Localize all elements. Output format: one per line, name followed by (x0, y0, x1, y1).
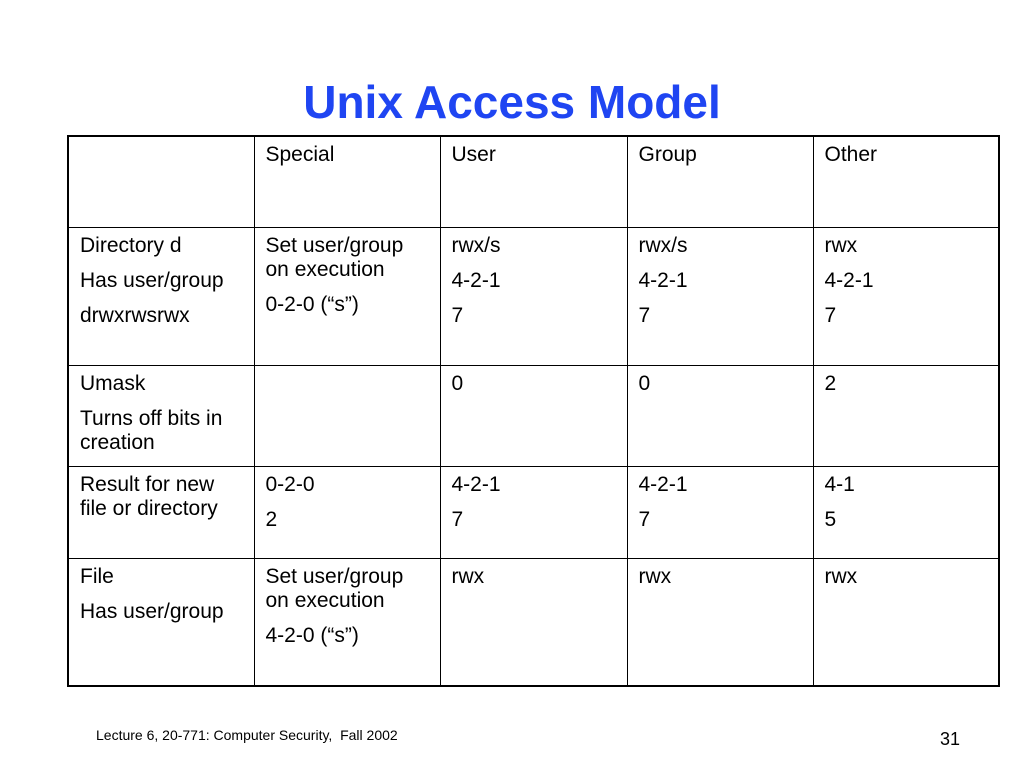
other-cell: 4-1 5 (812, 465, 1000, 559)
user-cell: rwx/s 4-2-1 7 (439, 226, 628, 366)
cell-line: Set user/group on execution (265, 564, 404, 612)
group-cell: rwx (626, 557, 814, 687)
header-cell-corner (67, 135, 255, 228)
group-cell: rwx/s 4-2-1 7 (626, 226, 814, 366)
cell-line: Set user/group on execution (265, 233, 404, 281)
cell-line: 4-1 (824, 472, 855, 496)
other-cell: rwx (812, 557, 1000, 687)
header-label: Other (824, 143, 878, 166)
special-cell: Set user/group on execution 0-2-0 (“s”) (253, 226, 441, 366)
header-label: Special (265, 143, 335, 166)
cell-line: drwxrwsrwx (80, 303, 190, 327)
cell-line: 4-2-1 (638, 472, 688, 496)
cell-line: rwx/s (451, 233, 501, 257)
slide-footer: Lecture 6, 20-771: Computer Security, Fa… (96, 727, 398, 743)
cell-line: rwx/s (638, 233, 688, 257)
header-label: Group (638, 143, 697, 166)
cell-line: 7 (638, 303, 651, 327)
table-row-directory: Directory d Has user/group drwxrwsrwx Se… (67, 226, 1000, 366)
cell-line: 4-2-1 (451, 268, 501, 292)
header-cell-other: Other (812, 135, 1000, 228)
cell-line: 7 (451, 507, 464, 531)
cell-line: Has user/group (80, 268, 224, 292)
cell-line: Umask (80, 371, 146, 395)
table-row-file: File Has user/group Set user/group on ex… (67, 557, 1000, 687)
cell-line: 0-2-0 (265, 472, 315, 496)
special-cell (253, 364, 441, 467)
cell-line: 7 (824, 303, 837, 327)
header-cell-special: Special (253, 135, 441, 228)
cell-line: rwx (824, 564, 858, 588)
cell-line: File (80, 564, 114, 588)
group-cell: 4-2-1 7 (626, 465, 814, 559)
cell-line: 7 (638, 507, 651, 531)
other-cell: 2 (812, 364, 1000, 467)
cell-line: 2 (824, 371, 837, 395)
header-label: User (451, 143, 496, 166)
header-cell-group: Group (626, 135, 814, 228)
other-cell: rwx 4-2-1 7 (812, 226, 1000, 366)
cell-line: Result for new file or directory (80, 472, 218, 520)
user-cell: rwx (439, 557, 628, 687)
header-cell-user: User (439, 135, 628, 228)
table-header-row: Special User Group Other (67, 135, 1000, 228)
cell-line: 7 (451, 303, 464, 327)
slide-title: Unix Access Model (303, 76, 721, 128)
cell-line: 4-2-1 (451, 472, 501, 496)
cell-line: rwx (638, 564, 672, 588)
cell-line: rwx (451, 564, 485, 588)
cell-line: 0 (451, 371, 464, 395)
cell-line: 4-2-0 (“s”) (265, 623, 359, 647)
row-label-cell: File Has user/group (67, 557, 255, 687)
group-cell: 0 (626, 364, 814, 467)
cell-line: 4-2-1 (638, 268, 688, 292)
row-label-cell: Directory d Has user/group drwxrwsrwx (67, 226, 255, 366)
table-row-result: Result for new file or directory 0-2-0 2… (67, 465, 1000, 559)
cell-line: Directory d (80, 233, 182, 257)
cell-line: 4-2-1 (824, 268, 874, 292)
user-cell: 0 (439, 364, 628, 467)
page-number: 31 (939, 729, 960, 749)
table-row-umask: Umask Turns off bits in creation 0 0 2 (67, 364, 1000, 467)
cell-line: 0-2-0 (“s”) (265, 292, 359, 316)
cell-line: 5 (824, 507, 837, 531)
access-table: Special User Group Other Directory d Has… (67, 135, 1000, 687)
row-label-cell: Result for new file or directory (67, 465, 255, 559)
cell-line: Turns off bits in creation (80, 406, 223, 454)
row-label-cell: Umask Turns off bits in creation (67, 364, 255, 467)
user-cell: 4-2-1 7 (439, 465, 628, 559)
cell-line: rwx (824, 233, 858, 257)
special-cell: Set user/group on execution 4-2-0 (“s”) (253, 557, 441, 687)
special-cell: 0-2-0 2 (253, 465, 441, 559)
cell-line: 2 (265, 507, 278, 531)
cell-line: Has user/group (80, 599, 224, 623)
cell-line: 0 (638, 371, 651, 395)
